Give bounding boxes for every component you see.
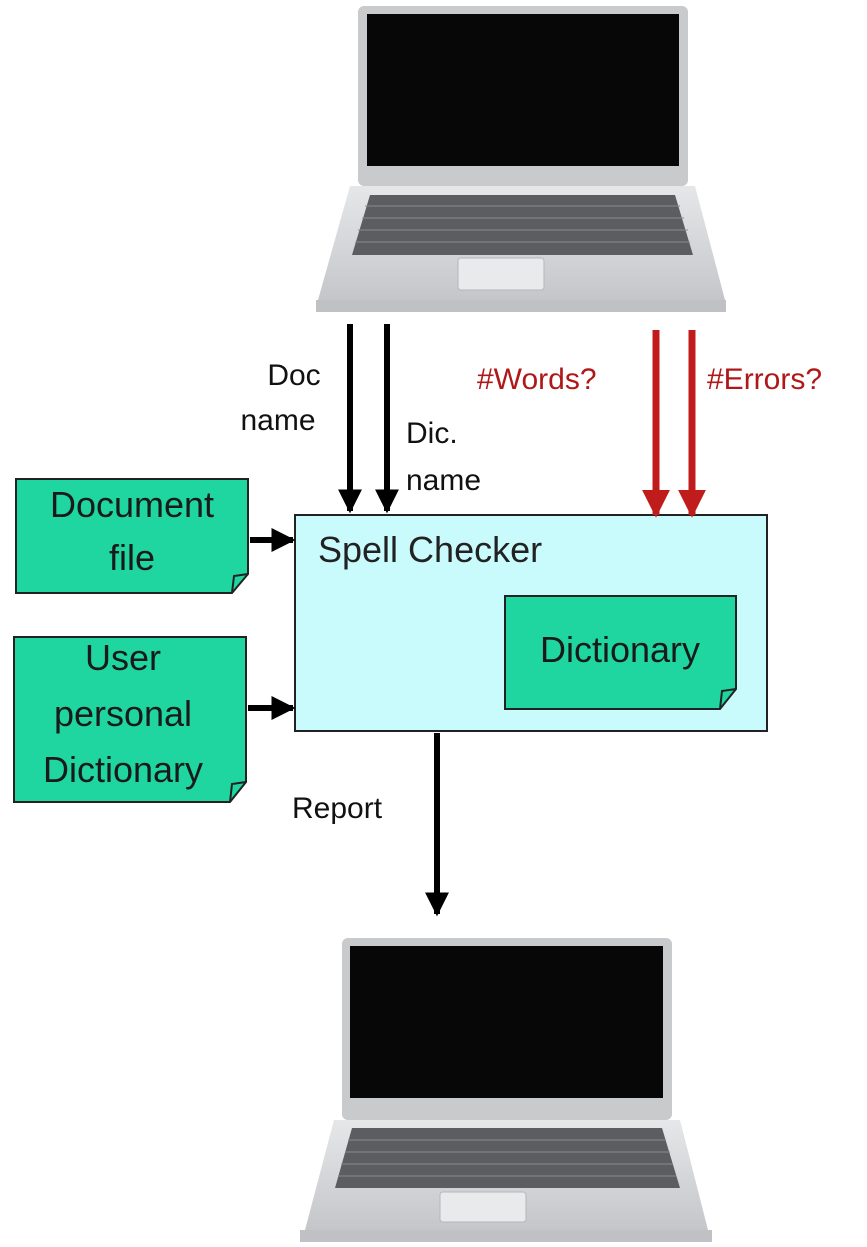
words-label: #Words? [477,363,597,396]
doc-name-label-line1: Doc [267,359,320,392]
user-dictionary-line2: personal [54,693,192,734]
doc-name-label-line2: name [240,404,315,437]
document-file-note: Document file [15,478,249,594]
dictionary-label: Dictionary [540,629,700,670]
user-dictionary-line1: User [85,637,161,678]
dic-name-label-line1: Dic. [406,417,458,450]
dic-name-label-line2: name [406,464,481,497]
document-file-line1: Document [50,484,214,525]
laptop-icon-bottom [300,938,712,1242]
document-file-line2: file [109,537,155,578]
laptop-icon-top [316,6,726,312]
user-dictionary-note: User personal Dictionary [13,636,247,803]
spell-checker-title: Spell Checker [318,529,542,570]
report-label: Report [292,792,383,825]
user-dictionary-line3: Dictionary [43,749,203,790]
errors-label: #Errors? [707,363,822,396]
dictionary-component: Dictionary [504,595,737,710]
